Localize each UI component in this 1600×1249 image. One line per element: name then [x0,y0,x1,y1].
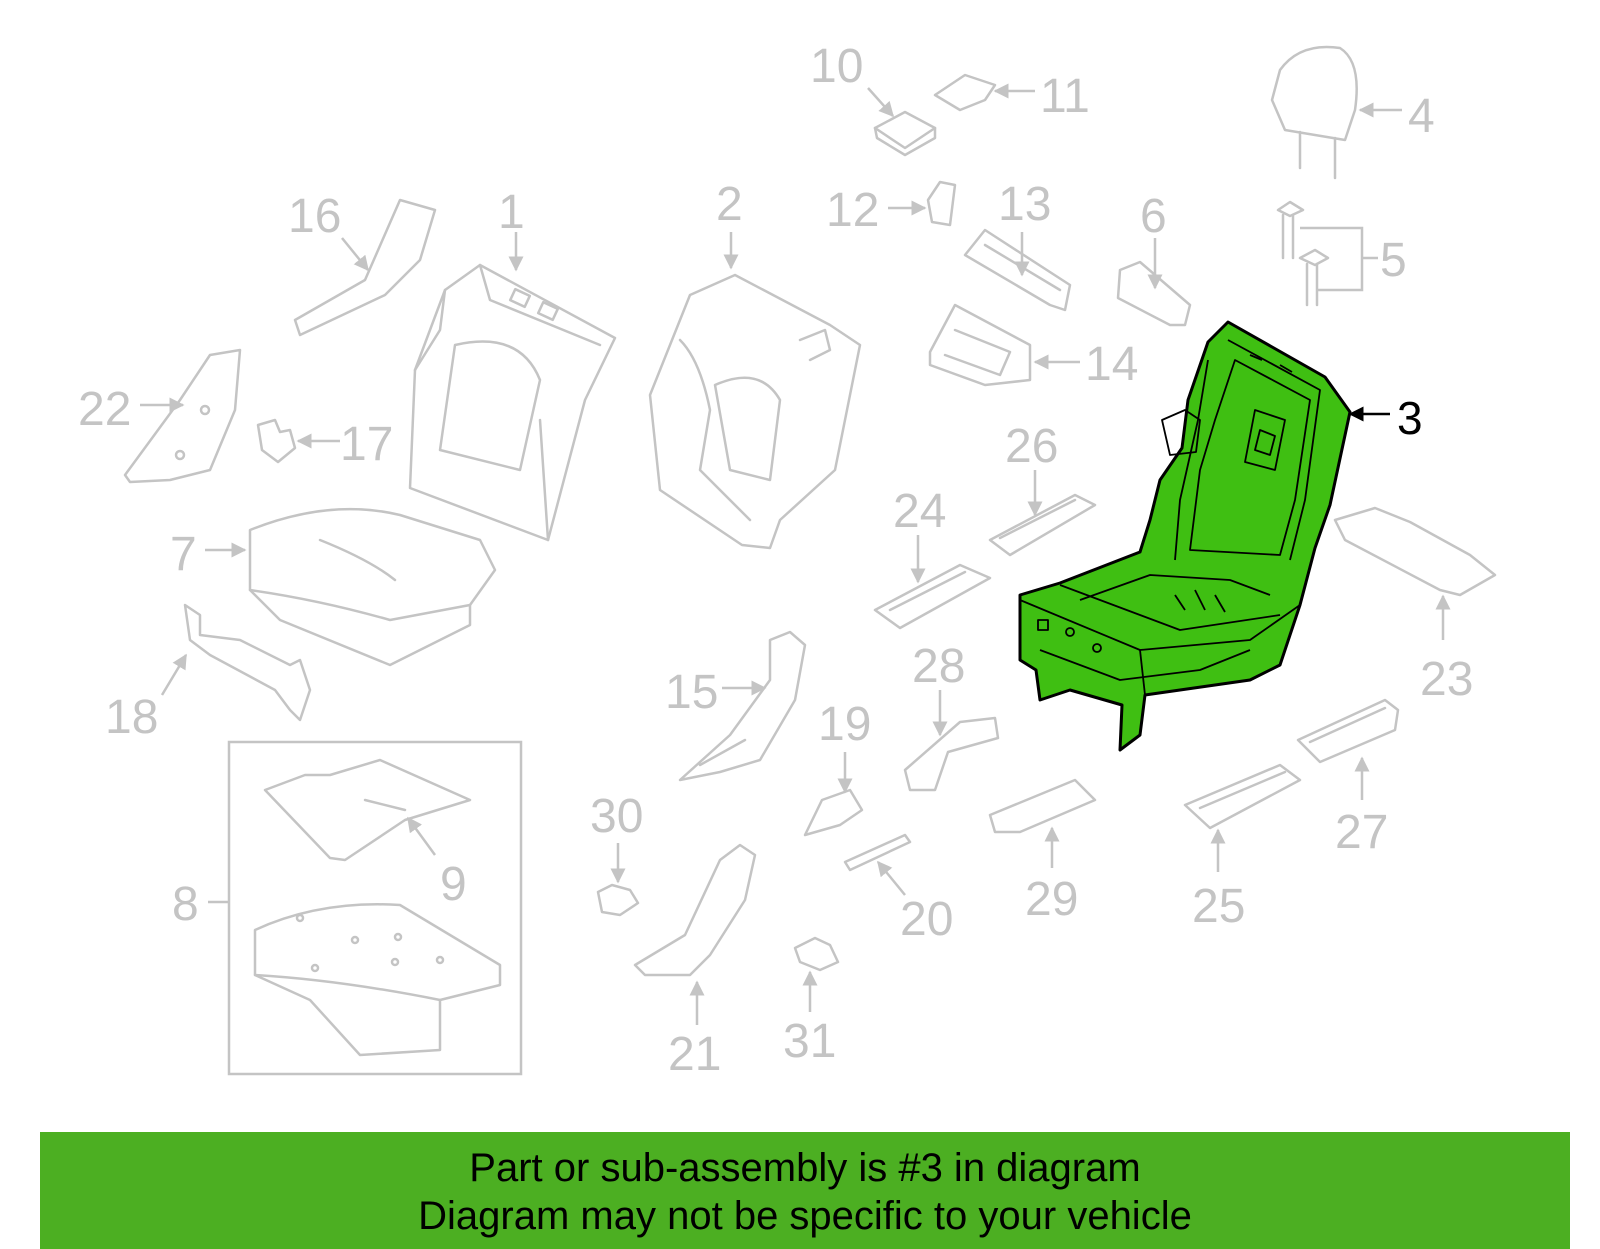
part-5-guides[interactable] [1276,200,1330,307]
callout-22: 22 [78,383,131,436]
callout-27: 27 [1335,806,1388,859]
part-12-cap[interactable] [926,180,957,227]
part-6-cover[interactable] [1116,260,1192,327]
part-11-clip[interactable] [933,73,997,112]
part-23-bracket[interactable] [1333,506,1497,597]
part-25-trim[interactable] [1183,763,1302,830]
part-28-bracket[interactable] [903,716,1000,792]
callout-24: 24 [893,485,946,538]
callout-28: 28 [912,640,965,693]
banner-disclaimer: Diagram may not be specific to your vehi… [418,1194,1192,1238]
callout-25: 25 [1192,880,1245,933]
part-10-knob[interactable] [873,110,937,157]
callout-14: 14 [1085,338,1138,391]
callout-3: 3 [1397,392,1423,444]
callout-26: 26 [1005,420,1058,473]
part-18-bracket[interactable] [183,603,312,722]
callout-17: 17 [340,418,393,471]
part-15-trim[interactable] [678,630,807,782]
callout-23: 23 [1420,653,1473,706]
part-30-clip[interactable] [596,883,640,917]
callout-8: 8 [172,878,199,931]
part-8-kit-box [227,740,523,1076]
callout-2: 2 [716,178,743,231]
callout-9: 9 [440,858,467,911]
part-27-trim[interactable] [1296,698,1400,764]
part-1-seat-back[interactable] [408,263,617,542]
callout-16: 16 [288,190,341,243]
banner-part-note: Part or sub-assembly is #3 in diagram [469,1146,1141,1190]
callout-21: 21 [668,1028,721,1081]
part-24-trim[interactable] [873,563,992,630]
part-2-seat-back-cover[interactable] [648,273,862,550]
part-26-trim[interactable] [988,493,1097,557]
callout-6: 6 [1140,190,1167,243]
callout-19: 19 [818,698,871,751]
callout-13: 13 [998,178,1051,231]
callout-5: 5 [1380,234,1407,287]
info-banner: Part or sub-assembly is #3 in diagram Di… [40,1132,1570,1249]
part-4-headrest[interactable] [1270,45,1358,180]
part-8-cushion-foam[interactable] [253,903,502,1057]
callout-1: 1 [498,186,525,239]
part-31-clip[interactable] [793,936,840,972]
part-14-housing[interactable] [928,303,1032,387]
callout-4: 4 [1408,90,1435,143]
part-29-trim[interactable] [988,778,1097,834]
callout-labels: 1 2 3 4 5 6 7 8 9 10 11 12 13 14 15 16 1… [78,40,1473,1081]
part-7-seat-cushion[interactable] [248,507,497,667]
part-22-bracket[interactable] [123,348,242,484]
callout-12: 12 [826,184,879,237]
part-21-trim[interactable] [633,843,757,977]
callout-7: 7 [170,528,197,581]
callout-29: 29 [1025,873,1078,926]
callout-18: 18 [105,691,158,744]
part-3-seat-frame-highlighted[interactable] [1018,320,1352,752]
callout-20: 20 [900,893,953,946]
part-13-rail[interactable] [963,228,1072,312]
callout-15: 15 [665,666,718,719]
part-9-pad[interactable] [263,758,472,862]
part-20-rod[interactable] [843,833,912,872]
callout-10: 10 [810,40,863,93]
callout-11: 11 [1040,70,1090,123]
part-19-cap[interactable] [803,788,864,837]
callout-31: 31 [783,1015,836,1068]
part-17-clip[interactable] [256,418,297,464]
callout-30: 30 [590,790,643,843]
part-16-trim[interactable] [293,198,437,337]
